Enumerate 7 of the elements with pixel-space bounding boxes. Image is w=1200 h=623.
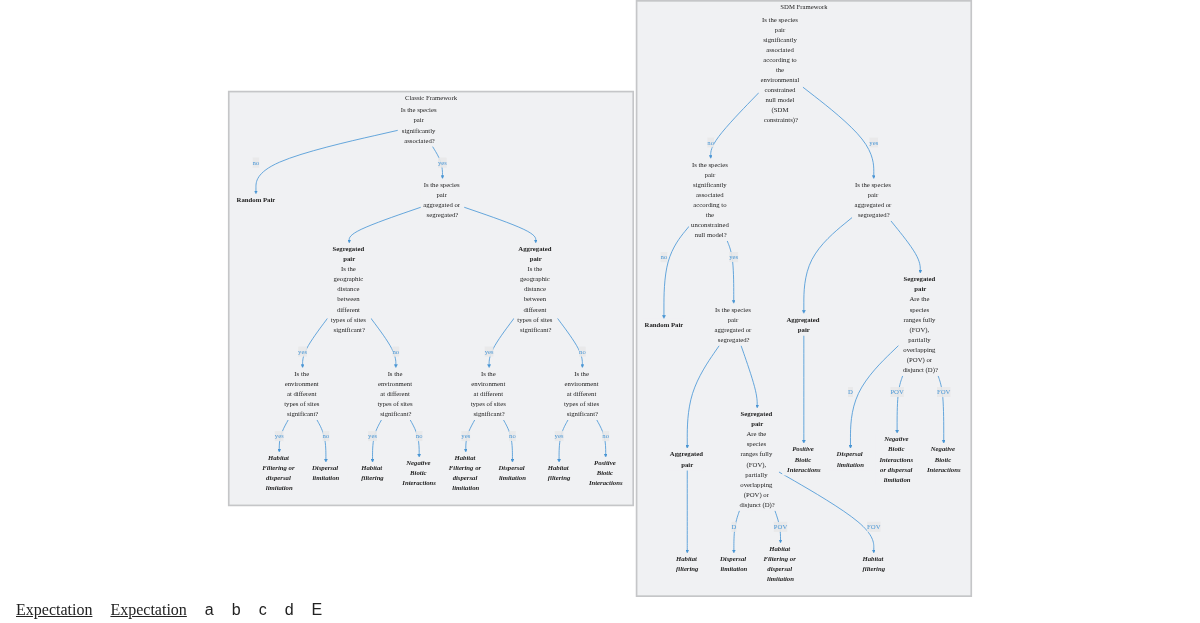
row-letter: d (284, 601, 294, 619)
row-letter: c (258, 601, 267, 619)
row-letter: b (231, 601, 241, 619)
row-letter: E (311, 601, 323, 619)
row-heading: Expectation (16, 601, 93, 619)
row-heading: Expectation (110, 601, 187, 619)
row-letter: a (204, 601, 214, 619)
